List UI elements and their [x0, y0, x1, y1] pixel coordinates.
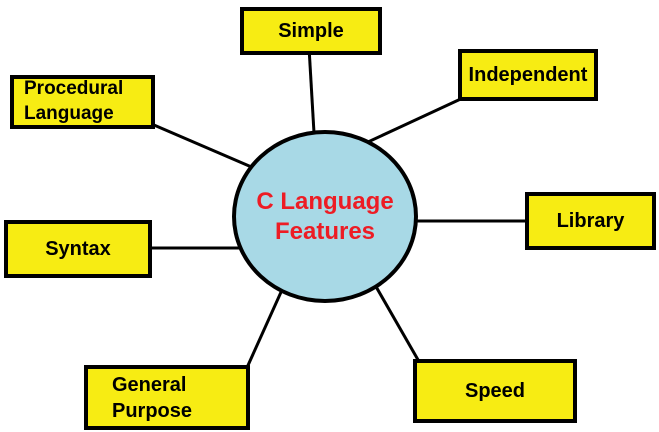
center-node: C Language Features — [232, 130, 418, 303]
node-procedural-language-label: Procedural Language — [24, 78, 124, 124]
center-node-label: C Language Features — [256, 187, 394, 245]
node-independent-label: Independent — [468, 64, 588, 86]
node-speed: Speed — [413, 359, 577, 423]
node-general-purpose-label: General Purpose — [112, 373, 193, 422]
connector-independent — [354, 95, 466, 150]
node-syntax-label: Syntax — [45, 238, 111, 260]
node-procedural-language: Procedural Language — [10, 75, 155, 129]
node-simple-label: Simple — [278, 20, 344, 42]
node-independent: Independent — [458, 49, 598, 101]
node-syntax: Syntax — [4, 220, 152, 278]
node-simple: Simple — [240, 7, 382, 55]
node-library-label: Library — [556, 210, 625, 232]
node-general-purpose: General Purpose — [84, 365, 250, 430]
node-speed-label: Speed — [464, 380, 526, 402]
node-library: Library — [525, 192, 656, 250]
